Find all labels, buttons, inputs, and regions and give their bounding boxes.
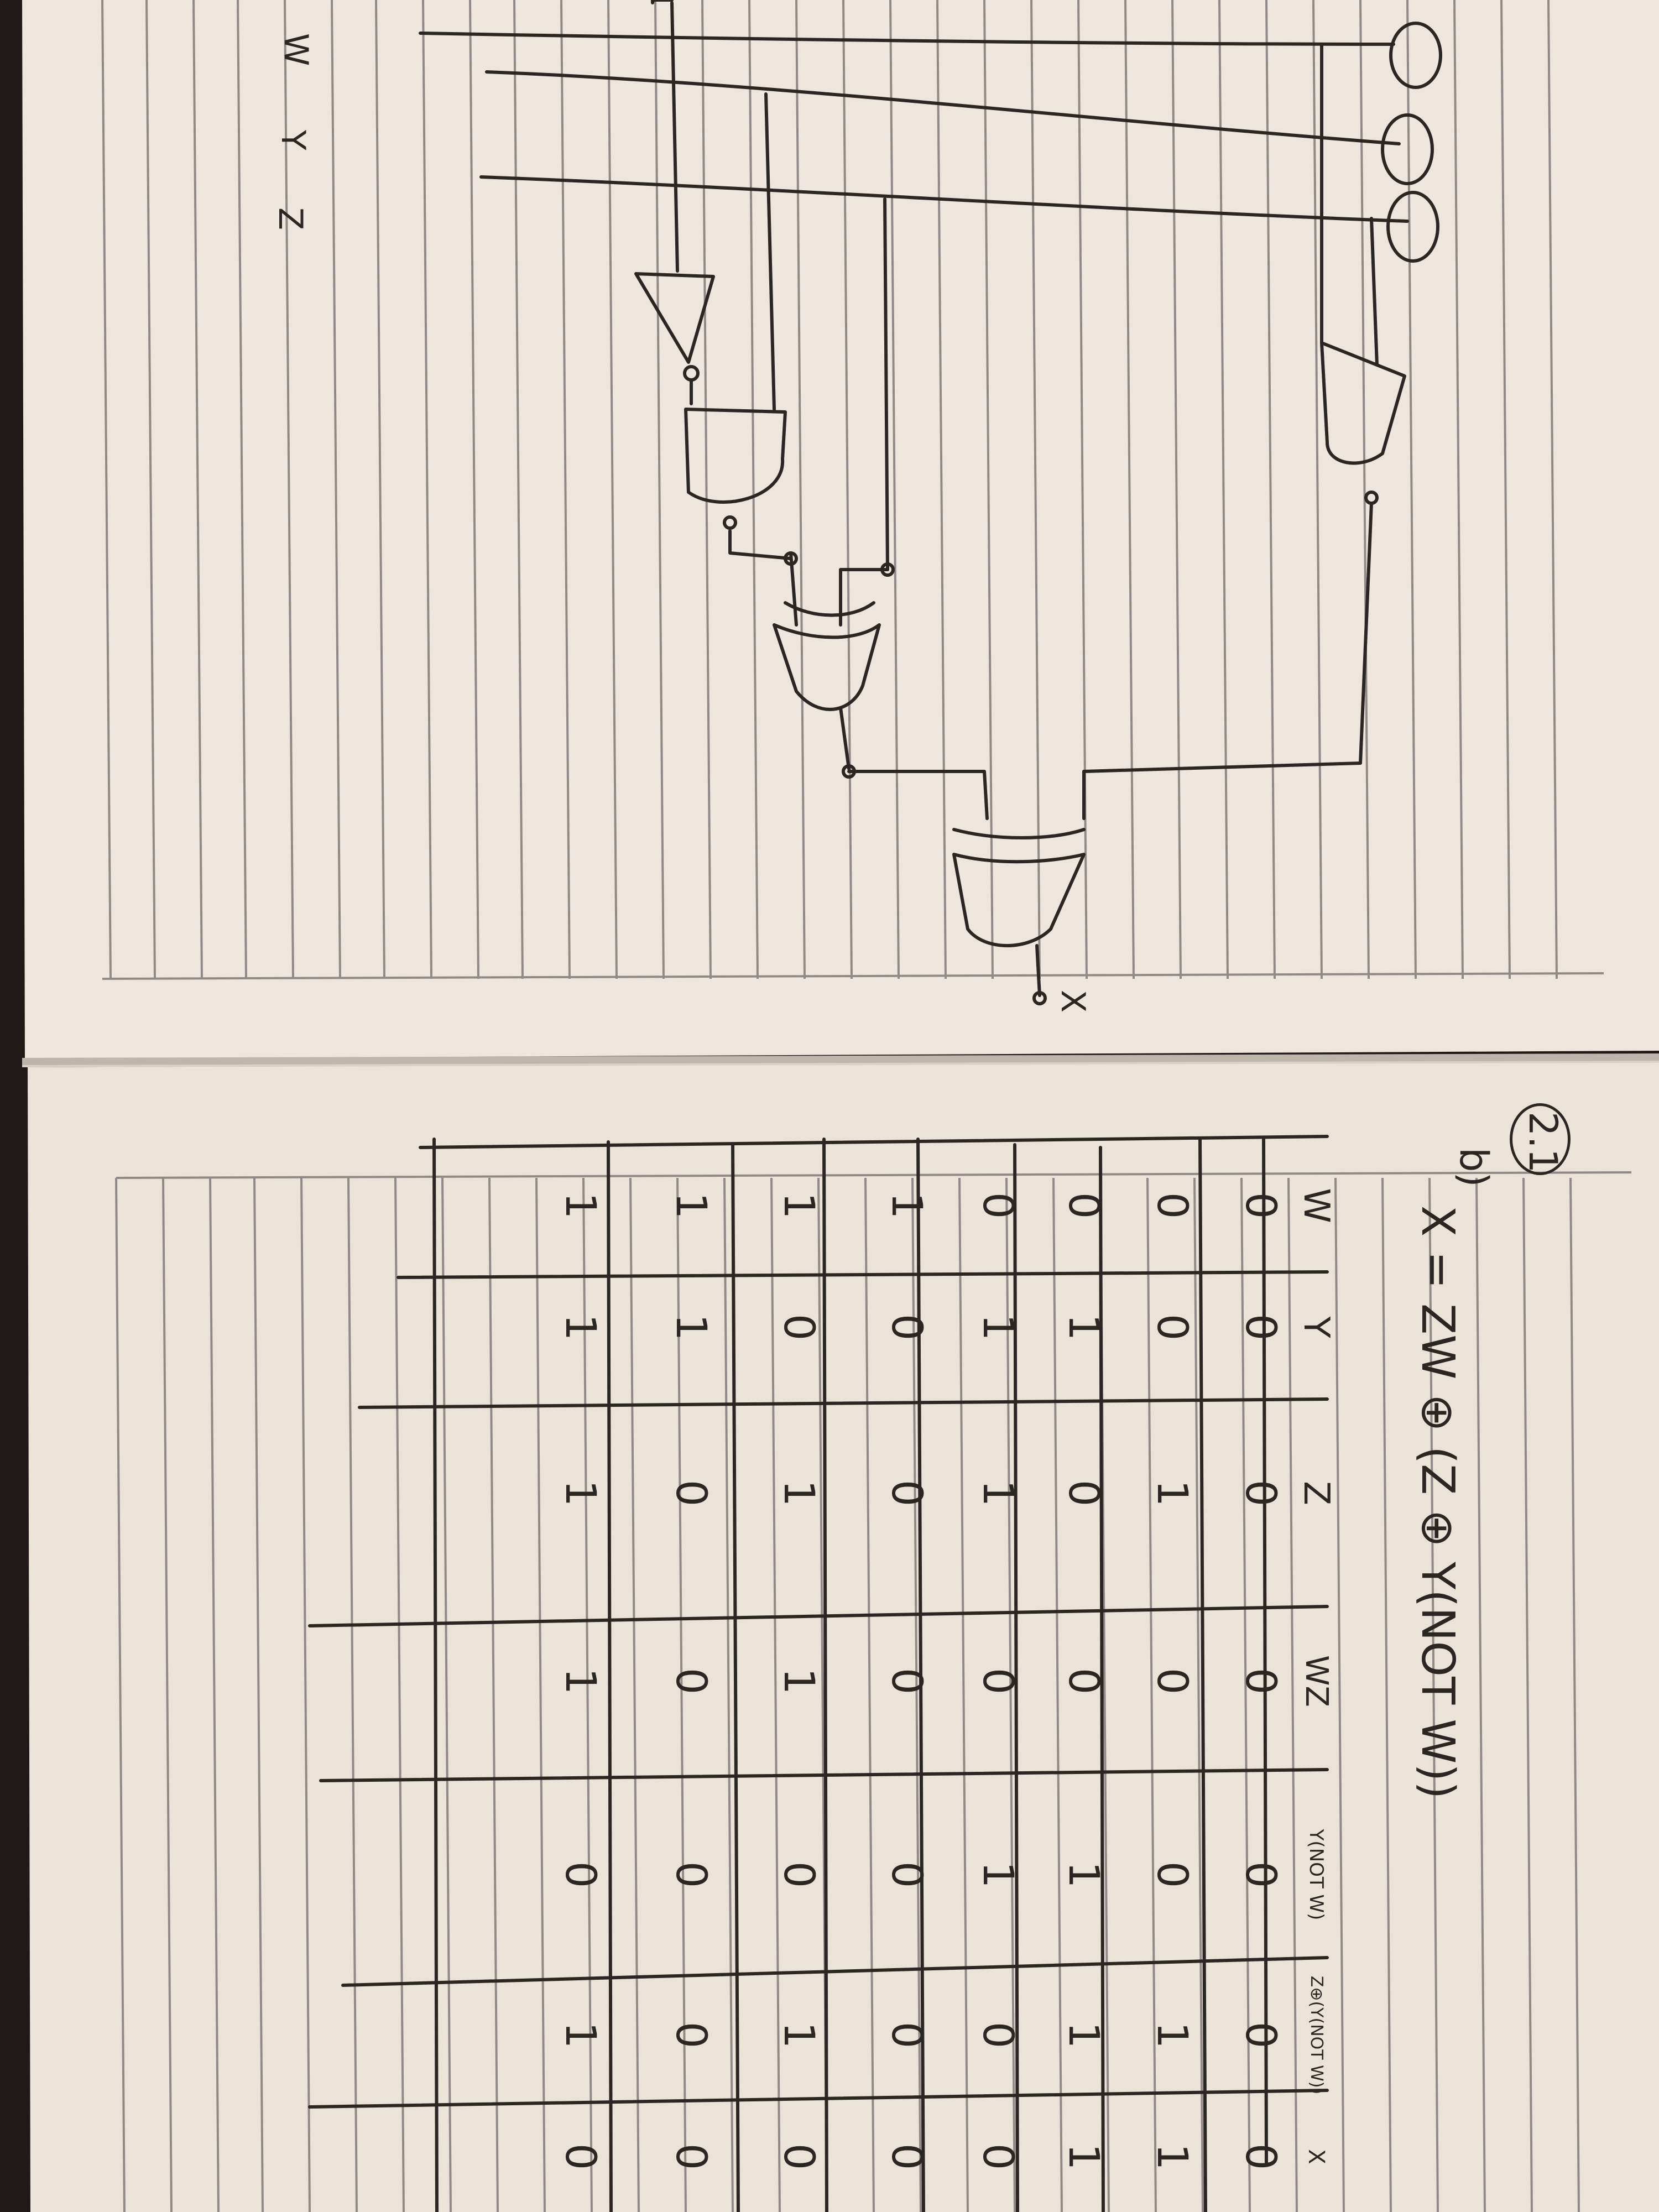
- truth-table-header: X: [1303, 2149, 1329, 2164]
- truth-table-cell: 1: [1060, 2143, 1109, 2171]
- truth-table-cell: 1: [556, 1313, 606, 1341]
- truth-table-cell: 0: [974, 1667, 1023, 1695]
- truth-table-cell: 0: [1060, 1192, 1109, 1219]
- truth-table-cell: 0: [667, 1667, 716, 1695]
- truth-table-cell: 1: [1060, 1861, 1109, 1888]
- notebook-page-top: [22, 0, 1659, 1059]
- truth-table-cell: 0: [883, 2143, 932, 2171]
- ruled-lines-top: [101, 0, 1558, 979]
- truth-table-cell: 0: [1237, 1861, 1286, 1888]
- truth-table-cell: 0: [1060, 1479, 1109, 1507]
- truth-table-cell: 0: [667, 2143, 716, 2171]
- input-circle-z: [1386, 191, 1439, 263]
- input-label-circles: [1381, 22, 1442, 263]
- truth-table-cell: 0: [556, 1861, 606, 1888]
- truth-table-cell: 1: [1060, 1313, 1109, 1341]
- input-label-z: Z: [271, 207, 310, 231]
- truth-table-cell: 1: [1148, 2021, 1197, 2049]
- truth-table-cell: 1: [1060, 2021, 1109, 2049]
- boolean-equation: X = ZW ⊕ (Z ⊕ Y(NOT W)): [1411, 1206, 1464, 1799]
- input-circle-y: [1381, 113, 1434, 185]
- truth-table-cell: 0: [883, 2021, 932, 2049]
- truth-table-cell: 0: [556, 2143, 606, 2171]
- truth-table-cell: 0: [883, 1667, 932, 1695]
- truth-table-cell: 1: [974, 1479, 1023, 1507]
- truth-table-cell: 0: [1237, 2143, 1286, 2171]
- truth-table-cell: 1: [883, 1192, 932, 1219]
- truth-table-cell: 0: [974, 2021, 1023, 2049]
- problem-number-circle: [1510, 1103, 1571, 1175]
- truth-table-cell: 0: [1237, 1192, 1286, 1219]
- truth-table-cell: 0: [775, 1861, 824, 1888]
- truth-table-cell: 0: [1237, 1479, 1286, 1507]
- truth-table-cell: 0: [1060, 1667, 1109, 1695]
- part-label: b): [1451, 1147, 1496, 1187]
- logic-circuit: [419, 0, 1409, 1005]
- truth-table-cell: 0: [667, 2021, 716, 2049]
- truth-table-cell: 0: [775, 2143, 824, 2171]
- truth-table-cell: 1: [775, 1479, 824, 1507]
- truth-table-header: Z: [1296, 1481, 1337, 1505]
- truth-table-cell: 0: [883, 1313, 932, 1341]
- truth-table-header: Y: [1296, 1316, 1337, 1338]
- ruled-lines-bottom: [115, 1177, 1580, 2212]
- truth-table-header: Y(NOT W): [1305, 1829, 1327, 1921]
- input-label-y: Y: [274, 130, 312, 150]
- truth-table-cell: 1: [775, 2021, 824, 2049]
- truth-table-cell: 1: [974, 1313, 1023, 1341]
- truth-table-cell: 0: [1237, 1313, 1286, 1341]
- truth-table-header: W: [1296, 1188, 1337, 1223]
- truth-table-header: WZ: [1298, 1655, 1334, 1707]
- truth-table-cell: 0: [883, 1861, 932, 1888]
- truth-table-cell: 1: [556, 1192, 606, 1219]
- truth-table-cell: 1: [1148, 1479, 1197, 1507]
- truth-table-cell: 0: [1148, 1192, 1197, 1219]
- truth-table-cell: 0: [883, 1479, 932, 1507]
- truth-table-cell: 0: [1237, 1667, 1286, 1695]
- input-label-w: W: [276, 33, 315, 66]
- truth-table-cell: 0: [974, 1192, 1023, 1219]
- truth-table-grid: [308, 1135, 1329, 2212]
- truth-table-cell: 0: [667, 1479, 716, 1507]
- truth-table-cell: 1: [667, 1192, 716, 1219]
- output-label-x: X: [1053, 990, 1092, 1013]
- truth-table-cell: 1: [775, 1667, 824, 1695]
- truth-table-cell: 0: [1148, 1861, 1197, 1888]
- truth-table-cell: 0: [974, 2143, 1023, 2171]
- truth-table-cell: 0: [667, 1861, 716, 1888]
- truth-table-cell: 1: [667, 1313, 716, 1341]
- truth-table-cell: 1: [556, 1667, 606, 1695]
- truth-table-cell: 0: [1237, 2021, 1286, 2049]
- input-circle-w: [1389, 22, 1442, 89]
- truth-table-header: Z⊕(Y(NOT W)): [1307, 1975, 1326, 2095]
- truth-table-cell: 1: [556, 2021, 606, 2049]
- truth-table-cell: 0: [1148, 1667, 1197, 1695]
- truth-table-cell: 0: [775, 1313, 824, 1341]
- notebook-fold: [22, 1053, 1659, 1066]
- truth-table-cell: 1: [775, 1192, 824, 1219]
- truth-table-cell: 0: [1148, 1313, 1197, 1341]
- truth-table-cell: 1: [556, 1479, 606, 1507]
- truth-table-cell: 1: [1148, 2143, 1197, 2171]
- truth-table-cell: 1: [974, 1861, 1023, 1888]
